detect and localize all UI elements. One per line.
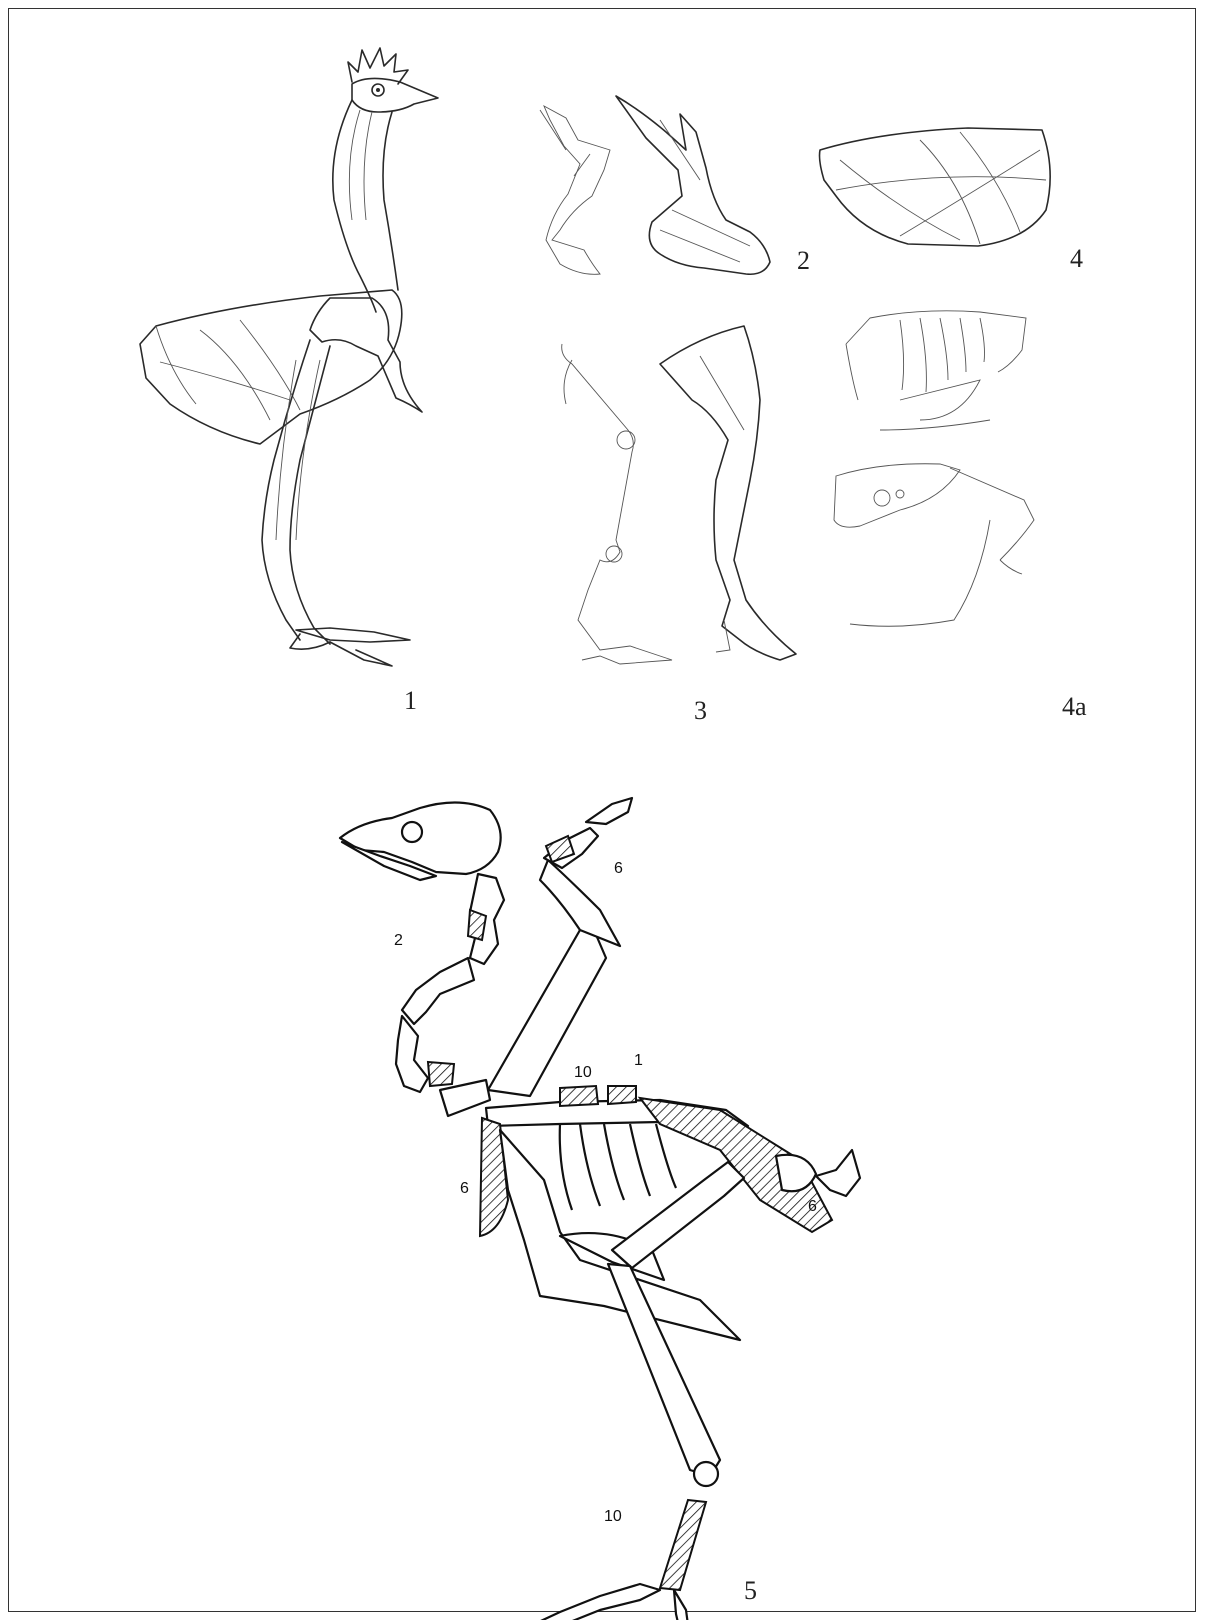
figure-label-4a: 4a xyxy=(1062,692,1087,722)
annotation-1: 1 xyxy=(634,1052,643,1070)
figure-label-3: 3 xyxy=(694,696,707,726)
figure-label-2: 2 xyxy=(797,246,810,276)
annotation-6-scapula: 6 xyxy=(460,1180,469,1198)
figure-2-wings xyxy=(540,96,770,274)
figure-label-5: 5 xyxy=(744,1576,757,1606)
figure-4a-skeletal-sketches xyxy=(834,311,1034,626)
annotation-6-pelvis: 6 xyxy=(808,1198,817,1216)
figure-3-leg xyxy=(562,326,796,664)
annotation-2: 2 xyxy=(394,932,403,950)
figure-label-1: 1 xyxy=(404,686,417,716)
annotation-6-wing: 6 xyxy=(614,860,623,878)
figure-4-body-shell xyxy=(820,128,1051,246)
figure-5-skeleton xyxy=(340,798,860,1620)
figure-1-bird-outline xyxy=(140,48,438,666)
annotation-10-leg: 10 xyxy=(604,1508,622,1526)
annotation-10-back: 10 xyxy=(574,1064,592,1082)
figure-label-4: 4 xyxy=(1070,244,1083,274)
